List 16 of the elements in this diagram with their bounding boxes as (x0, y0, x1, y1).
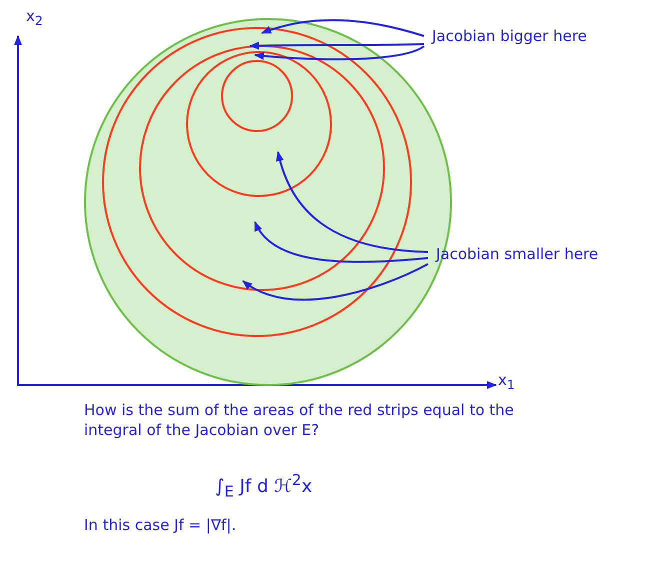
leader-line (254, 221, 428, 263)
leader-line (276, 151, 428, 253)
level-circle (186, 51, 332, 197)
axis-label: x$_{1}$ (498, 370, 515, 394)
question-text: How is the sum of the areas of the red strips equal to the integral of the Jacobian over E? (84, 400, 514, 440)
level-circle (221, 60, 293, 132)
note-text: In this case Jf = |∇f|. (84, 515, 236, 536)
formula: ∫$_{E}$ Jf d ℋ$^{2}$x (215, 470, 312, 502)
level-circle (102, 27, 412, 337)
axis-label: x$_{2}$ (26, 6, 43, 30)
leader-line (254, 45, 424, 60)
leader-line (249, 42, 424, 50)
leader-line (261, 19, 424, 37)
annotation-text: Jacobian bigger here (432, 26, 587, 46)
level-circle (139, 45, 385, 291)
leader-line (242, 263, 428, 301)
